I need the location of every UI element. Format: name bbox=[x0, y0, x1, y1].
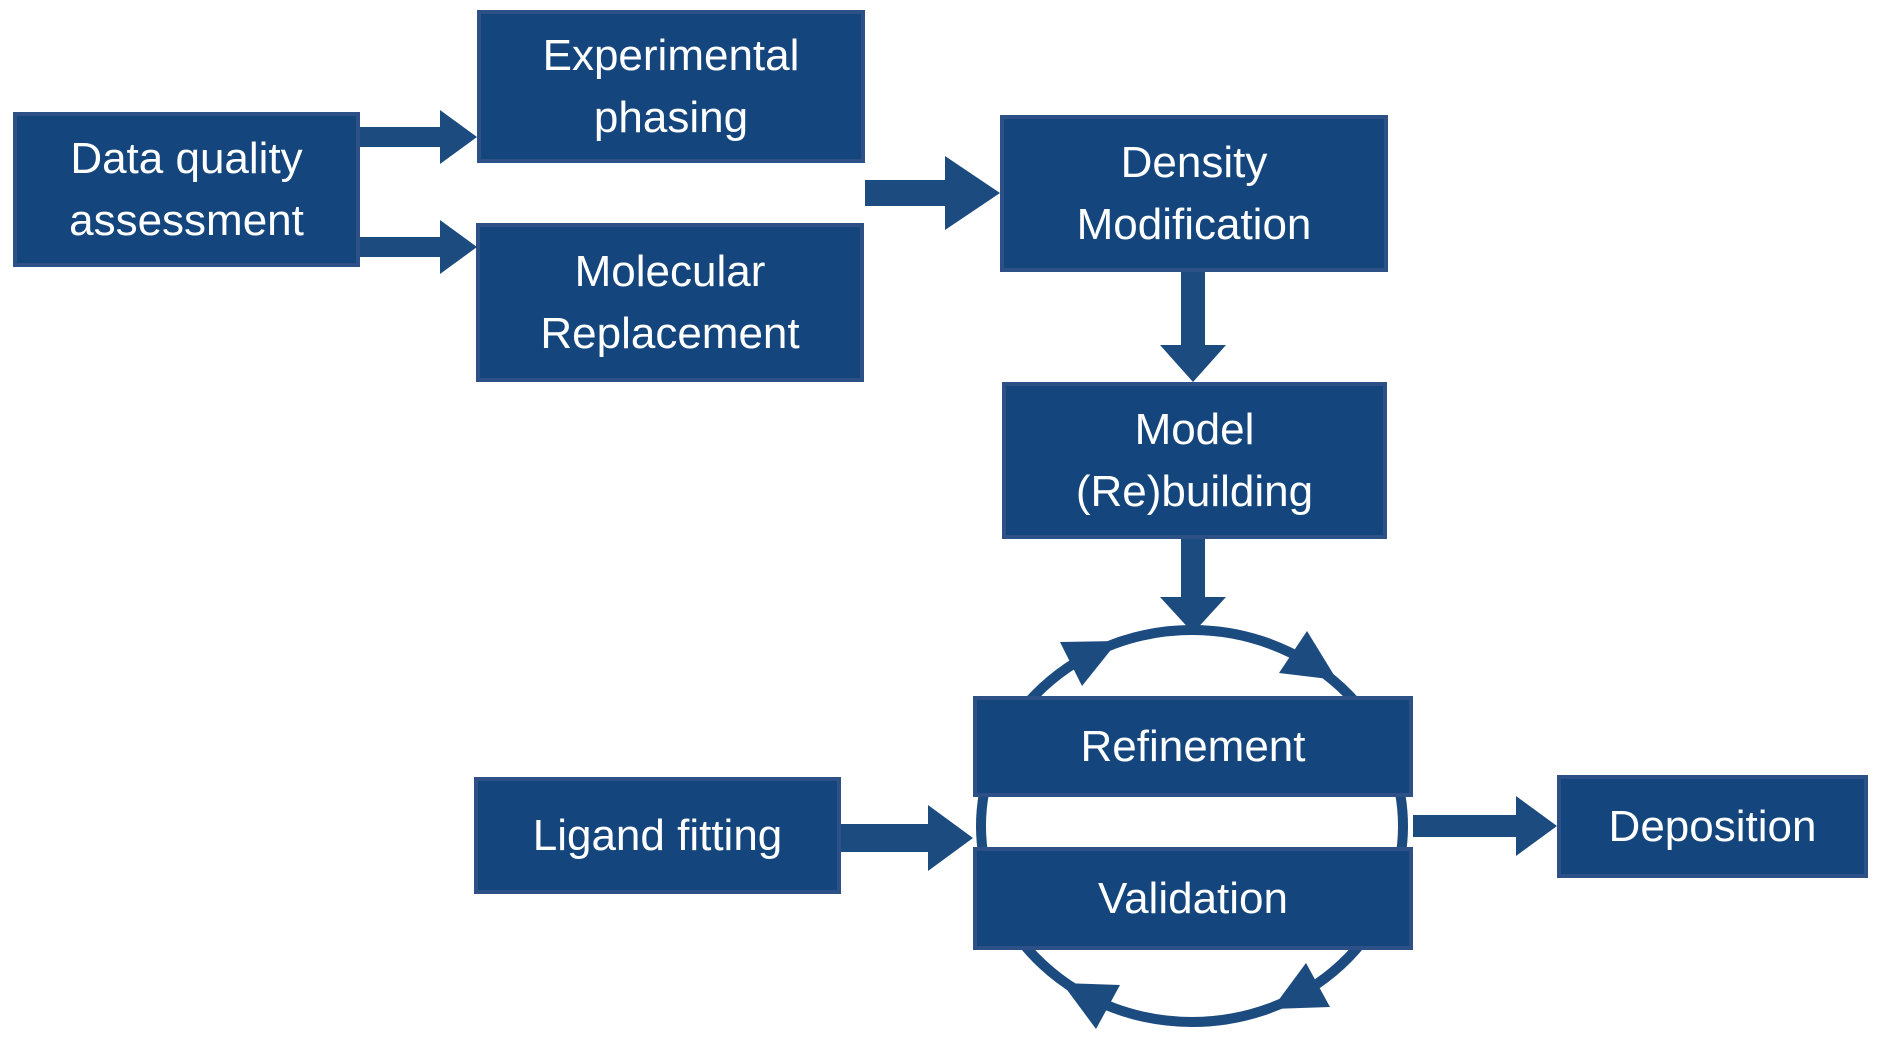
arrow-model-to-cycle bbox=[1160, 539, 1226, 633]
arrow-dq-to-experimental bbox=[360, 110, 477, 164]
node-data-quality-assessment: Data quality assessment bbox=[13, 112, 360, 267]
arrow-density-to-model bbox=[1160, 272, 1226, 382]
arrow-ligand-to-cycle bbox=[841, 805, 973, 871]
node-density-modification: Density Modification bbox=[1000, 115, 1388, 272]
node-deposition: Deposition bbox=[1557, 775, 1868, 878]
arrow-dq-to-molecular bbox=[360, 220, 477, 274]
node-experimental-phasing: Experimental phasing bbox=[477, 10, 865, 163]
node-ligand-fitting: Ligand fitting bbox=[474, 777, 841, 894]
cycle-arrowhead-top-right bbox=[1279, 631, 1337, 680]
cycle-arrowhead-bottom-left bbox=[1062, 983, 1120, 1029]
cycle-circle bbox=[976, 625, 1408, 1027]
cycle-arrowhead-top-left bbox=[1060, 641, 1118, 686]
cycle-arrowhead-bottom-right bbox=[1272, 963, 1330, 1009]
node-model-rebuilding: Model (Re)building bbox=[1002, 382, 1387, 539]
node-refinement: Refinement bbox=[973, 696, 1413, 797]
node-molecular-replacement: Molecular Replacement bbox=[476, 223, 864, 382]
node-validation: Validation bbox=[973, 847, 1413, 950]
arrow-to-density-modification bbox=[865, 156, 1000, 230]
arrow-cycle-to-deposition bbox=[1413, 796, 1557, 856]
